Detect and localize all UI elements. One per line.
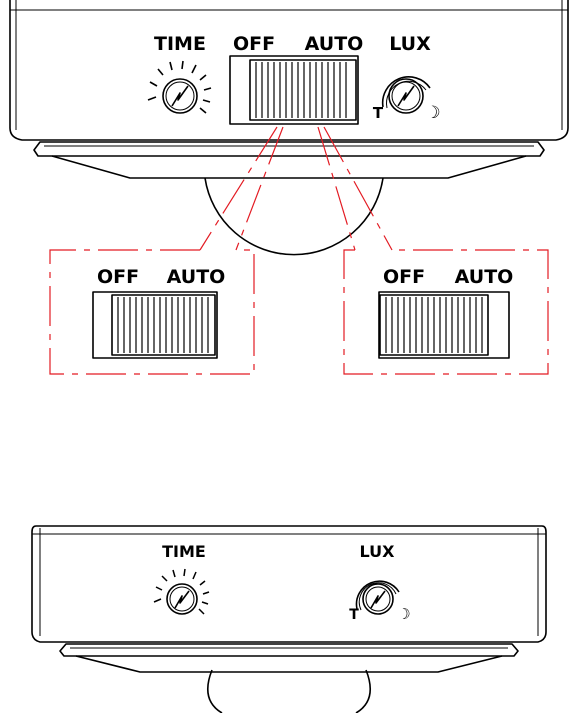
knob-pointer-icon xyxy=(174,590,190,609)
time-knob[interactable] xyxy=(147,60,212,114)
lens-dome xyxy=(204,177,384,256)
bottom-device: TIME LUX T ☽ xyxy=(31,525,547,713)
bottom-lux-min-label: T xyxy=(349,607,359,623)
detail-left-off-label: OFF xyxy=(97,266,139,288)
housing-base xyxy=(51,155,527,179)
detail-frame-right xyxy=(343,249,549,375)
housing-body xyxy=(9,0,569,141)
moon-icon: ☽ xyxy=(425,103,440,123)
lux-knob[interactable] xyxy=(381,76,431,114)
time-label: TIME xyxy=(154,33,206,55)
knob-pointer-icon xyxy=(370,590,386,609)
knob-pointer-icon xyxy=(397,85,415,107)
off-label: OFF xyxy=(233,33,275,55)
bottom-lens-right xyxy=(355,669,372,713)
detail-right-off-label: OFF xyxy=(383,266,425,288)
detail-left-auto-label: AUTO xyxy=(167,266,226,288)
top-slide-switch[interactable] xyxy=(229,55,359,125)
bottom-lux-label: LUX xyxy=(360,542,396,561)
bottom-housing-body xyxy=(31,525,547,643)
bottom-base xyxy=(75,655,503,673)
lux-label: LUX xyxy=(389,33,431,55)
bottom-moon-icon: ☽ xyxy=(397,605,410,623)
bottom-time-knob[interactable] xyxy=(153,568,210,615)
bottom-lens-left xyxy=(206,669,223,713)
detail-switch-off xyxy=(92,291,218,359)
housing-flange xyxy=(33,141,545,157)
bottom-lux-knob[interactable] xyxy=(355,580,400,615)
knob-pointer-icon xyxy=(171,85,189,107)
detail-frame-left xyxy=(49,249,255,375)
top-device: TIME OFF AUTO LUX T ☽ xyxy=(9,0,569,256)
auto-label: AUTO xyxy=(305,33,364,55)
callout-lines xyxy=(199,126,393,251)
detail-switch-auto xyxy=(378,291,510,359)
detail-right-auto-label: AUTO xyxy=(455,266,514,288)
lux-min-label: T xyxy=(373,104,384,122)
bottom-flange xyxy=(59,643,519,657)
bottom-time-label: TIME xyxy=(162,542,206,561)
